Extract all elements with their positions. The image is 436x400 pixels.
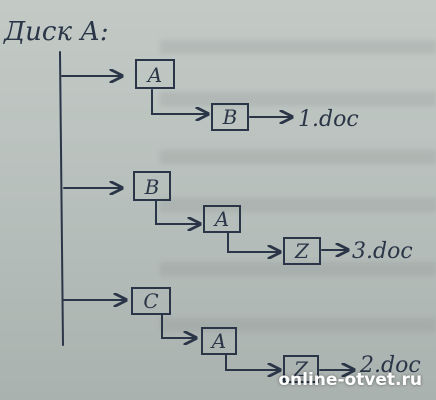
folder-label-b: B [222,105,238,129]
folder-label-a3: A [210,329,226,353]
folder-box-a2 [203,205,241,233]
folder-box-b2 [133,171,171,201]
connector-b2-a [155,199,200,224]
folder-box-a [135,59,175,89]
folder-label-c: C [143,289,158,313]
connector-a-b [151,89,208,114]
file-label-3doc: 3.doc [352,239,413,264]
folder-box-b [211,103,249,131]
folder-box-z2 [283,237,321,265]
folder-label-b2: B [144,175,160,199]
folder-box-c [131,287,171,315]
root-label: Диск А: [3,17,109,47]
watermark-text: online-otvet.ru [278,370,422,390]
folder-box-a3 [201,327,237,355]
file-label-2doc: 2.doc [359,353,421,378]
folder-label-a2: A [213,207,229,231]
file-label-1doc: 1.doc [298,107,359,132]
folder-label-z2: Z [294,239,310,263]
connector-a3-z [225,353,280,370]
root-trunk-line [59,51,64,346]
folder-label-z3: Z [293,357,309,381]
folder-box-z3 [283,355,319,383]
connector-c-a [161,313,196,338]
folder-label-a: A [146,63,162,87]
connector-a2-z [227,231,280,252]
